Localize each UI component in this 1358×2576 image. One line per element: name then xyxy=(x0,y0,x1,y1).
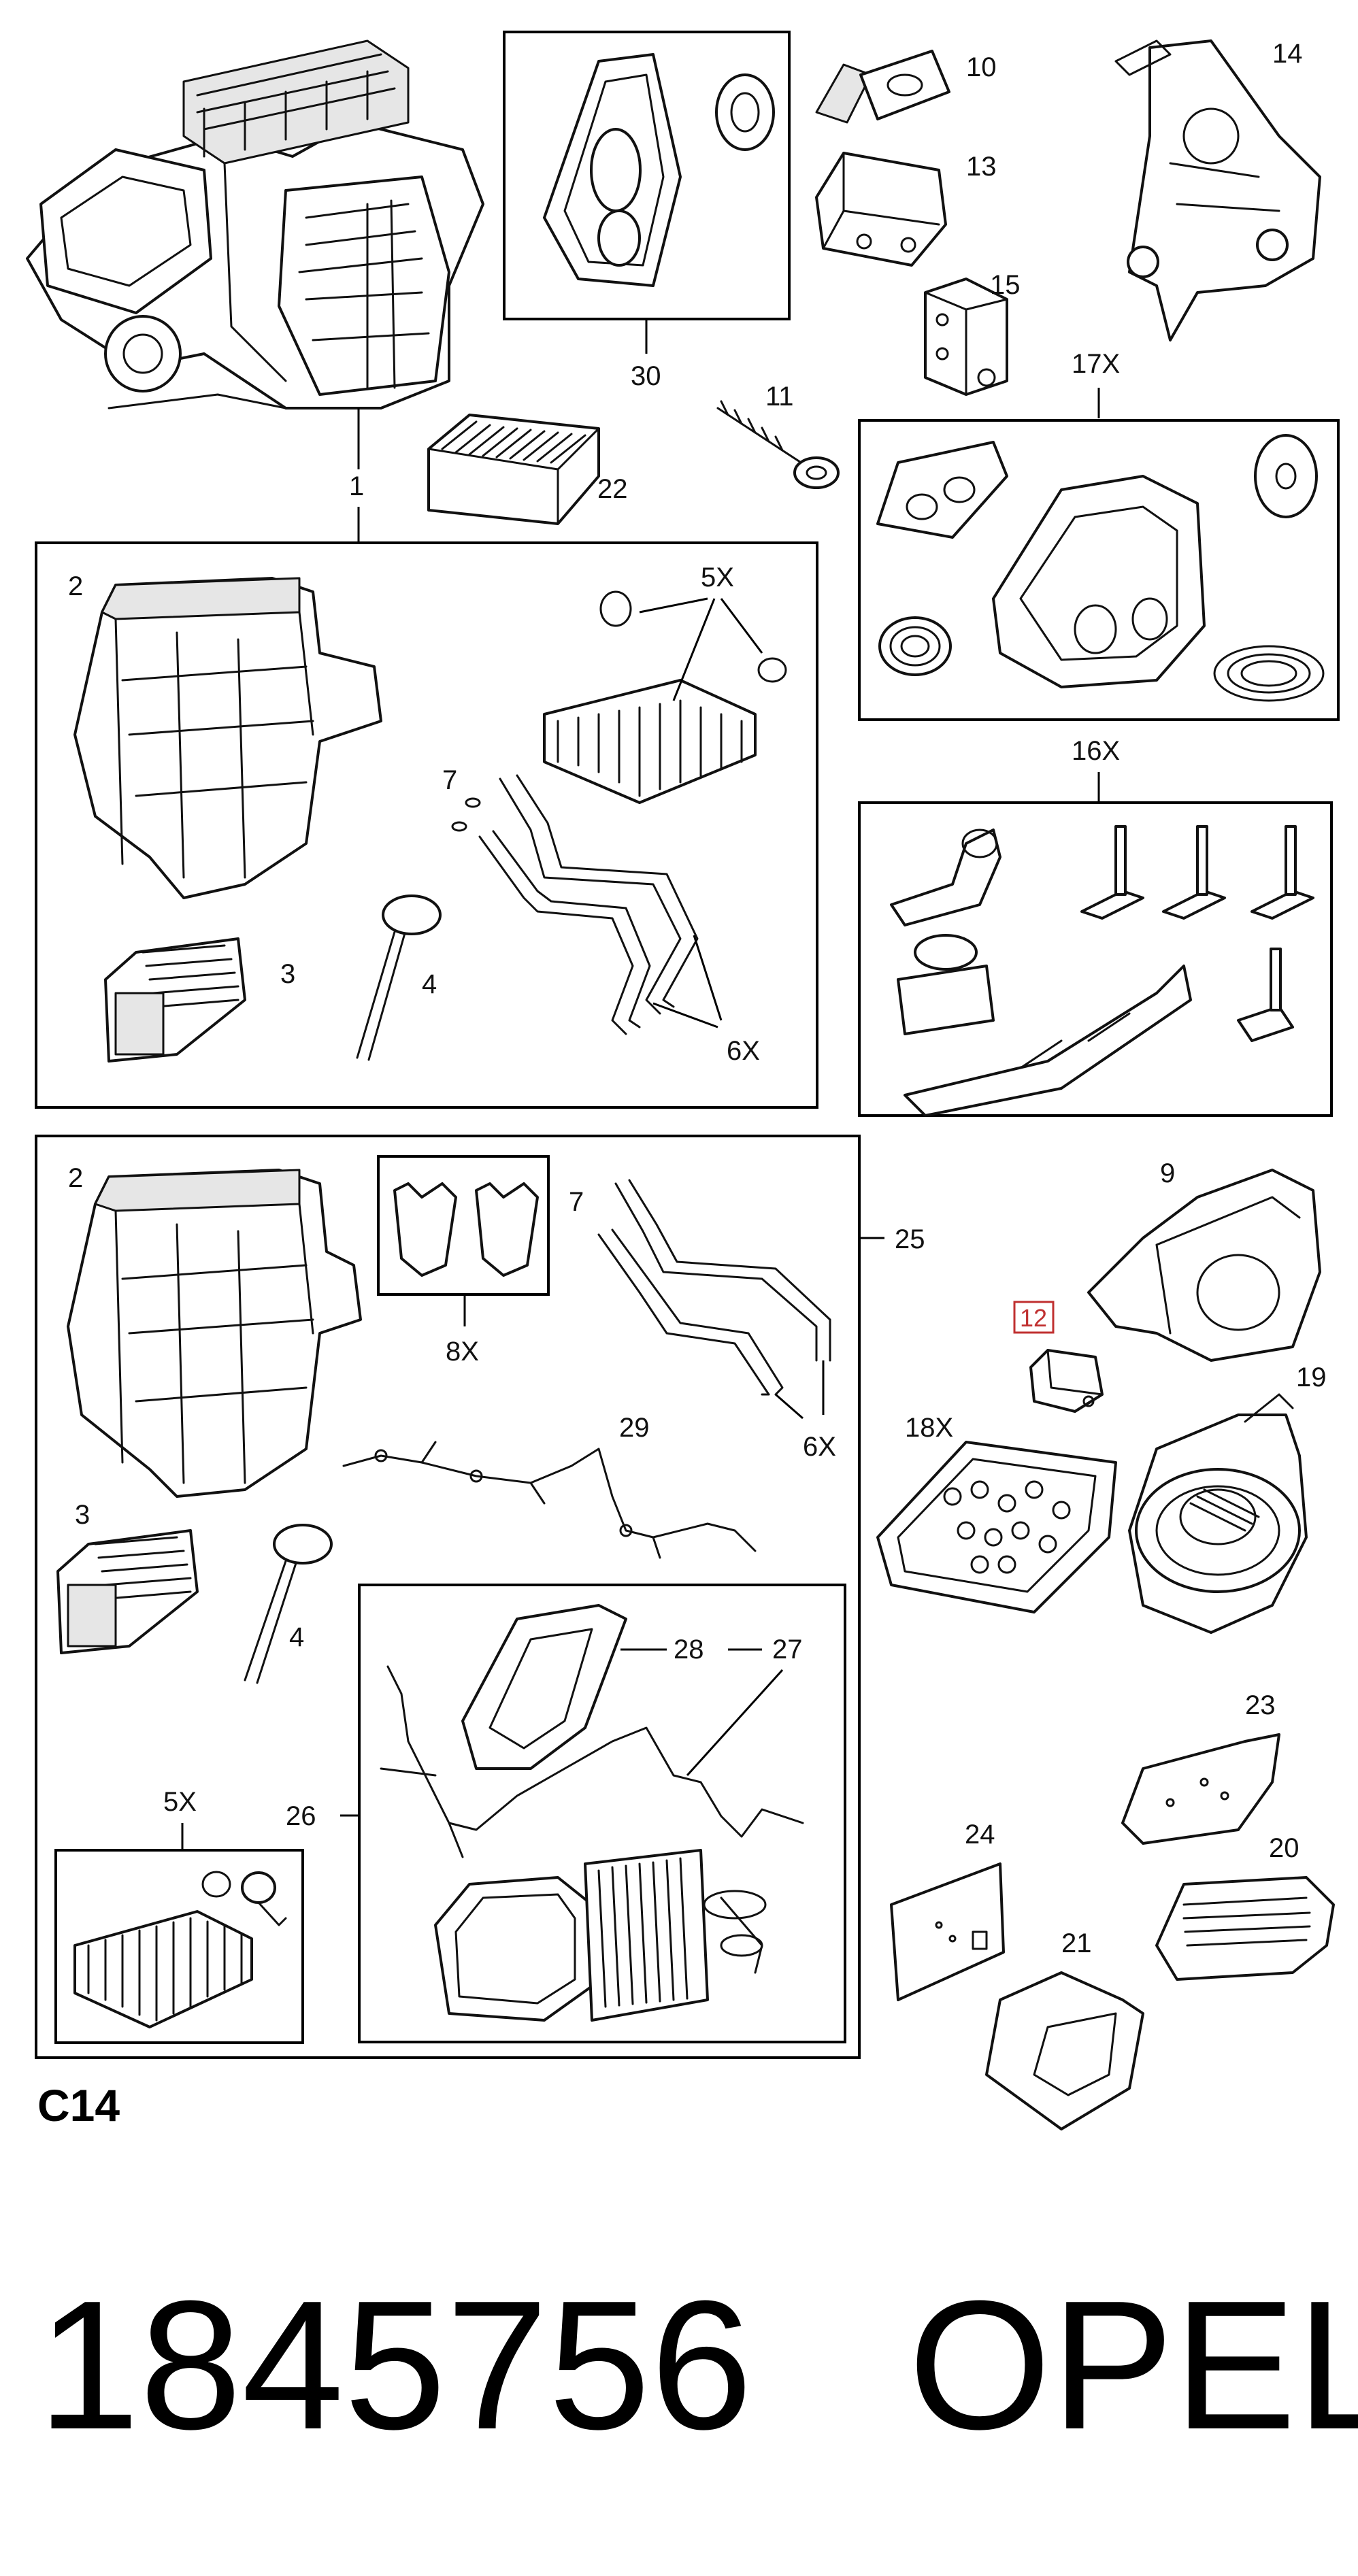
callout-6xb: 6X xyxy=(803,1432,836,1462)
part-12-actuator xyxy=(1029,1349,1104,1413)
callout-5xa: 5X xyxy=(701,563,734,592)
part-18x-hardware-kit xyxy=(876,1441,1117,1613)
callout-15: 15 xyxy=(990,270,1021,300)
part-26-heater-assembly xyxy=(434,1849,767,2022)
callout-11: 11 xyxy=(765,382,794,412)
callout-2b: 2 xyxy=(68,1163,83,1193)
frame-part-26 xyxy=(358,1584,846,2043)
callout-8x: 8X xyxy=(446,1337,479,1367)
callout-9: 9 xyxy=(1160,1158,1175,1188)
callout-23: 23 xyxy=(1245,1690,1276,1720)
part-24-panel xyxy=(890,1862,1005,2001)
part-13-illustration xyxy=(815,152,947,267)
frame-part-8x xyxy=(377,1155,550,1296)
part-10-illustration xyxy=(815,50,950,124)
part-19-blower xyxy=(1128,1393,1308,1634)
callout-20: 20 xyxy=(1269,1833,1299,1863)
callout-22: 22 xyxy=(597,474,628,504)
part-5x-heater-core-a xyxy=(543,590,787,804)
callout-12-highlighted: 12 xyxy=(1020,1304,1047,1332)
callout-3a: 3 xyxy=(280,959,295,989)
part-3-resistor-b xyxy=(56,1529,199,1654)
part-27-wiring xyxy=(380,1665,804,1858)
callout-21: 21 xyxy=(1061,1928,1092,1958)
part-30-illustration xyxy=(543,53,775,287)
callout-29: 29 xyxy=(619,1413,650,1443)
part-4-sensor-b xyxy=(244,1524,333,1684)
frame-part-25 xyxy=(35,1135,861,2059)
part-9-duct xyxy=(1087,1169,1321,1362)
callout-26: 26 xyxy=(286,1801,316,1831)
callout-25: 25 xyxy=(895,1224,925,1254)
part-23-cover xyxy=(1121,1733,1280,1845)
callout-4a: 4 xyxy=(422,969,437,999)
callout-18x: 18X xyxy=(905,1413,953,1443)
part-16x-illustration xyxy=(890,825,1314,1117)
callout-3b: 3 xyxy=(75,1500,90,1530)
part-15-illustration xyxy=(924,278,1008,396)
callout-7a: 7 xyxy=(442,765,457,795)
frame-part-16x xyxy=(858,801,1333,1117)
part-number: 1845756 xyxy=(37,2263,752,2468)
callout-1: 1 xyxy=(349,471,364,501)
part-11-illustration xyxy=(716,400,840,489)
brand-name: OPEL xyxy=(908,2263,1358,2468)
hvac-module-illustration xyxy=(26,39,484,409)
part-5x-heater-core-b xyxy=(73,1871,287,2028)
callout-27: 27 xyxy=(772,1635,803,1665)
frame-part-17x xyxy=(858,419,1340,721)
callout-17x: 17X xyxy=(1072,349,1120,379)
part-21-duct xyxy=(985,1971,1144,2130)
callout-24: 24 xyxy=(965,1820,995,1850)
callout-30: 30 xyxy=(631,361,661,391)
callout-13: 13 xyxy=(966,152,997,182)
callout-28: 28 xyxy=(674,1635,704,1665)
part-17x-illustration xyxy=(876,434,1325,702)
part-22-illustration xyxy=(427,414,600,525)
part-4-sensor-a xyxy=(356,894,442,1061)
frame-part-5x xyxy=(54,1849,304,2044)
callout-14: 14 xyxy=(1272,39,1303,69)
part-6x-7-pipes-b xyxy=(597,1179,831,1420)
callout-16x: 16X xyxy=(1072,736,1120,766)
callout-4b: 4 xyxy=(289,1622,304,1652)
callout-2a: 2 xyxy=(68,571,83,601)
part-8x-clips xyxy=(393,1182,539,1277)
callout-5xb: 5X xyxy=(163,1787,197,1817)
part-2-housing-b xyxy=(67,1169,362,1498)
callout-6xa: 6X xyxy=(727,1036,760,1066)
callout-7b: 7 xyxy=(569,1187,584,1217)
highlight-box-12 xyxy=(1013,1301,1055,1334)
callout-10: 10 xyxy=(966,52,997,82)
part-29-wiring-harness xyxy=(342,1441,757,1559)
section-code: C14 xyxy=(37,2080,120,2130)
callout-19: 19 xyxy=(1296,1362,1327,1392)
part-3-resistor-a xyxy=(104,937,246,1063)
part-2-housing-a xyxy=(73,577,382,899)
frame-upper-group xyxy=(35,541,818,1109)
part-6x-7-pipes-a xyxy=(451,774,723,1035)
part-28-cover xyxy=(461,1604,627,1770)
part-20-vent xyxy=(1155,1876,1335,1981)
part-14-illustration xyxy=(1114,39,1321,341)
